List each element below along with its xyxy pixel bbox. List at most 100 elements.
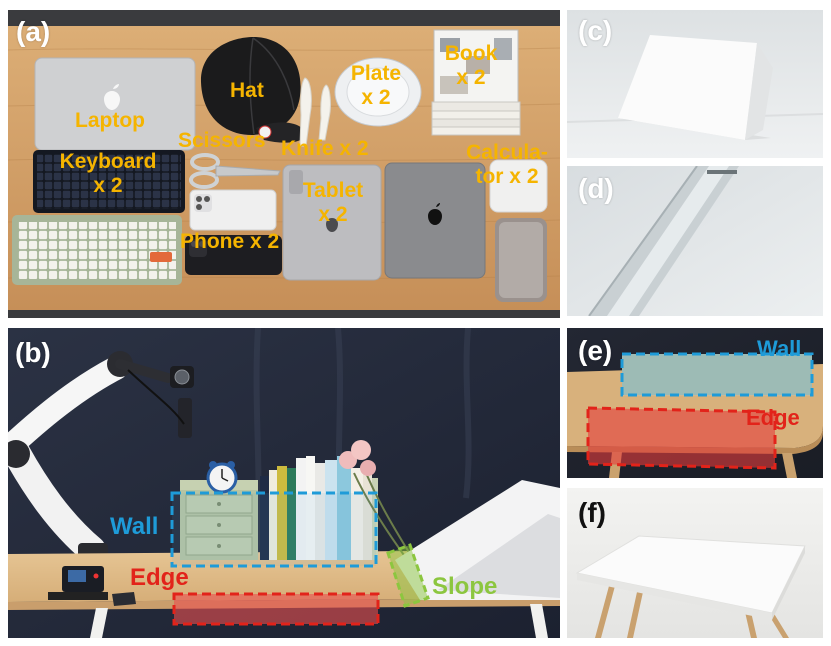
- table-leg: [595, 586, 615, 638]
- panel-b: (b) Wall Edge Slope: [8, 328, 560, 638]
- slope-region-box: [386, 543, 430, 608]
- label-phone: Phone x 2: [180, 230, 279, 254]
- camera-lens: [199, 241, 205, 247]
- table-top-side-edge: [772, 546, 805, 620]
- groove-slot: [707, 170, 737, 174]
- drawer-knob: [217, 502, 221, 506]
- label-knife: Knife x 2: [281, 137, 369, 161]
- panel-c: (c): [567, 10, 823, 158]
- label-laptop-line: Laptop: [75, 109, 145, 132]
- camera-lens: [196, 196, 202, 202]
- book-stack-3: [431, 118, 521, 128]
- edge-region-box: [172, 592, 380, 626]
- calculator-gray-face: [499, 222, 543, 298]
- knife-1: [299, 77, 312, 147]
- label-edge: Edge: [746, 405, 800, 430]
- book-spine: [325, 460, 337, 560]
- tablet-silver-camera: [289, 170, 303, 194]
- label-calculator: Calcula- tor x 2: [460, 141, 554, 189]
- flower: [339, 451, 357, 469]
- book-spine: [306, 456, 315, 560]
- table-leg-left: [90, 608, 108, 638]
- robot-wrist-link: [115, 359, 173, 383]
- panel-c-tag: (c): [578, 15, 613, 46]
- table-leg-right: [782, 453, 797, 478]
- keyboard-light-keys: [18, 222, 176, 279]
- label-keyboard: Keyboard x 2: [48, 150, 168, 198]
- label-tablet: Tablet x 2: [288, 179, 378, 227]
- scissors-blades: [215, 165, 281, 177]
- label-wall: Wall: [110, 513, 159, 540]
- panel-f-tag: (f): [578, 497, 606, 528]
- book-spine: [337, 456, 351, 560]
- label-book: Book x 2: [431, 42, 511, 90]
- book-spine: [260, 476, 269, 560]
- panel-c-photo: [567, 10, 823, 158]
- book-spine: [277, 466, 287, 560]
- knife-2: [318, 84, 331, 141]
- hat-logo: [258, 125, 272, 139]
- drawer-knob: [217, 544, 221, 548]
- table-leg: [627, 592, 643, 638]
- book-spine: [363, 473, 372, 560]
- panel-d-tag: (d): [578, 173, 614, 204]
- label-slope: Slope: [432, 573, 498, 600]
- book-spine: [315, 463, 325, 560]
- book-cover-image-3: [494, 38, 512, 60]
- book-cover-image-2: [466, 56, 490, 74]
- table-leg: [745, 612, 757, 638]
- book-cover-image-1: [440, 38, 460, 52]
- label-laptop: Laptop: [75, 109, 145, 133]
- controller-screen: [68, 570, 86, 582]
- panel-e-tag: (e): [578, 335, 613, 366]
- apple-logo-icon: [326, 218, 338, 232]
- book-row: [260, 456, 372, 560]
- label-keyboard-line-1: Keyboard: [59, 150, 157, 173]
- phone-white-camera: [194, 194, 212, 212]
- label-plate-line-2: x 2: [361, 86, 391, 109]
- table-clamp: [48, 592, 108, 600]
- keyboard-enter-key: [150, 252, 172, 262]
- phone-on-table: [112, 592, 136, 606]
- robot-gripper: [178, 398, 192, 438]
- book-cover-image-4: [440, 76, 468, 94]
- label-calculator-line-2: tor x 2: [475, 165, 539, 188]
- table-leg-right: [530, 604, 548, 638]
- slope-board-shadow: [438, 514, 560, 598]
- label-edge: Edge: [130, 564, 189, 591]
- scissors-handle-2: [189, 171, 219, 189]
- drawer-knob: [217, 523, 221, 527]
- slope-board-side: [745, 43, 773, 140]
- label-book-line-2: x 2: [456, 66, 486, 89]
- label-tablet-line-2: x 2: [318, 203, 348, 226]
- panel-d: (d): [567, 166, 823, 316]
- panel-e: (e) Wall Edge: [567, 328, 823, 478]
- book-spine: [296, 458, 306, 560]
- panel-a-tag: (a): [16, 16, 51, 47]
- book-stack-4: [431, 126, 521, 136]
- keyboard-dark-keys: [37, 154, 181, 209]
- calculator-white: [489, 159, 548, 213]
- label-hat-line: Hat: [230, 79, 264, 102]
- label-wall: Wall: [757, 336, 802, 361]
- camera-lens: [204, 196, 210, 202]
- phone-black: [185, 235, 282, 275]
- groove-floor: [607, 166, 729, 316]
- label-book-line-1: Book: [444, 42, 498, 65]
- panel-a-photo: [8, 10, 560, 318]
- robot-shoulder-joint: [8, 440, 30, 468]
- flower: [351, 440, 371, 460]
- label-plate: Plate x 2: [336, 62, 416, 110]
- groove-edge: [588, 166, 698, 316]
- label-tablet-line-1: Tablet: [302, 179, 364, 202]
- book-spine: [351, 468, 363, 560]
- panel-d-photo: [567, 166, 823, 316]
- label-hat: Hat: [230, 79, 264, 103]
- book-stack-2: [431, 110, 521, 120]
- hat-seams: [249, 37, 295, 135]
- apple-logo-icon: [428, 203, 442, 225]
- label-phone-line: Phone x 2: [180, 230, 280, 253]
- panel-f: (f): [567, 488, 823, 638]
- book-spine: [287, 468, 296, 560]
